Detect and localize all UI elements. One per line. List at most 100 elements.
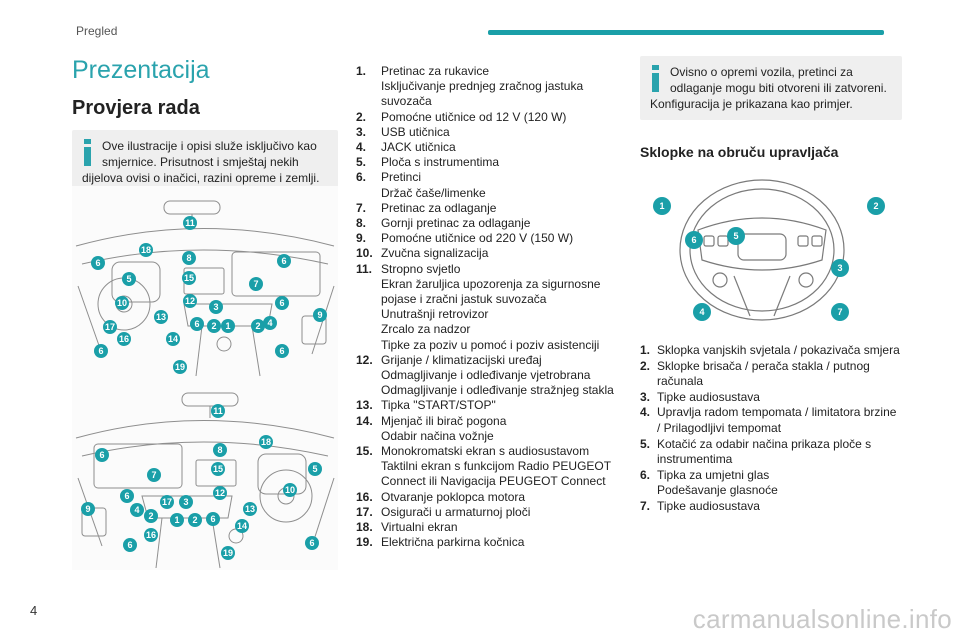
legend-item: 3.USB utičnica: [356, 125, 618, 140]
legend-number: 11.: [356, 261, 373, 276]
legend-line: Taktilni ekran s funkcijom Radio PEUGEOT: [381, 459, 612, 474]
note-line: Ovisno o opremi vozila, pretinci za: [670, 65, 853, 79]
callout-badge: 11: [183, 216, 197, 230]
legend-item: 4. JACK utičnica: [356, 140, 618, 155]
legend-item: 10.Zvučna signalizacija: [356, 246, 618, 261]
legend-line: Sklopke brisača / perača stakla / putnog: [657, 358, 870, 373]
legend-line: Stropno svjetlo: [381, 261, 461, 276]
legend-text: Gornji pretinac za odlaganje: [381, 216, 618, 231]
legend-line: Odmagljivanje i odleđivanje vjetrobrana: [381, 368, 591, 383]
callout-badge: 7: [147, 468, 161, 482]
legend-line: instrumentima: [657, 452, 733, 467]
callout-badge: 6: [305, 536, 319, 550]
svg-text:3: 3: [213, 302, 218, 312]
callout-badge: 19: [221, 546, 235, 560]
svg-text:1: 1: [225, 321, 230, 331]
legend-item: 1.Sklopka vanjskih svjetala / pokazivača…: [640, 343, 902, 359]
callout-badge: 10: [115, 296, 129, 310]
legend-line: Sklopka vanjskih svjetala / pokazivača s…: [657, 343, 900, 357]
legend-line: Virtualni ekran: [381, 520, 458, 535]
legend-line: Zvučna signalizacija: [381, 246, 489, 261]
legend-line: Podešavanje glasnoće: [657, 483, 778, 498]
info-note-equipment: Ovisno o opremi vozila, pretinci za odla…: [640, 56, 902, 120]
legend-number: 12.: [356, 352, 373, 367]
legend-item: 3. Tipke audiosustava: [640, 390, 902, 406]
callout-badge: 18: [259, 435, 273, 449]
callout-badge: 1: [170, 513, 184, 527]
legend-number: 17.: [356, 504, 373, 519]
legend-line: Mjenjač ili birač pogona: [381, 413, 507, 428]
svg-text:4: 4: [267, 318, 272, 328]
svg-text:6: 6: [95, 258, 100, 268]
svg-text:4: 4: [699, 307, 704, 317]
callout-badge: 6: [91, 256, 105, 270]
svg-text:7: 7: [151, 470, 156, 480]
legend-item: 16.Otvaranje poklopca motora: [356, 490, 618, 505]
legend-line: Connect ili Navigacija PEUGEOT Connect: [381, 474, 606, 489]
legend-text: Pomoćne utičnice od 12 V (120 W): [381, 110, 618, 125]
legend-line: Ploča s instrumentima: [381, 155, 500, 170]
svg-text:6: 6: [99, 450, 104, 460]
callout-badge: 6: [275, 344, 289, 358]
legend-line: suvozača: [381, 94, 432, 109]
legend-line: Pretinac za odlaganje: [381, 200, 497, 215]
svg-text:17: 17: [105, 322, 115, 332]
svg-text:5: 5: [733, 231, 738, 241]
legend-number: 4.: [356, 140, 367, 155]
svg-text:6: 6: [281, 256, 286, 266]
legend-line: računala: [657, 374, 704, 389]
legend-number: 19.: [356, 535, 373, 550]
svg-text:2: 2: [211, 321, 216, 331]
svg-text:5: 5: [312, 464, 317, 474]
svg-text:6: 6: [210, 514, 215, 524]
wheel-section-heading: Sklopke na obruču upravljača: [640, 144, 839, 160]
svg-text:9: 9: [317, 310, 322, 320]
legend-number: 5.: [640, 436, 651, 451]
callout-badge: 1: [653, 197, 671, 215]
legend-number: 15.: [356, 444, 373, 459]
svg-text:12: 12: [185, 296, 195, 306]
column-right: Ovisno o opremi vozila, pretinci za odla…: [640, 56, 902, 515]
svg-text:15: 15: [213, 464, 223, 474]
legend-line: Monokromatski ekran s audiosustavom: [381, 444, 590, 459]
svg-text:2: 2: [873, 201, 878, 211]
callout-badge: 4: [130, 503, 144, 517]
svg-text:6: 6: [691, 235, 696, 245]
callout-badge: 9: [313, 308, 327, 322]
legend-number: 8.: [356, 216, 367, 231]
svg-text:11: 11: [185, 218, 195, 228]
svg-text:6: 6: [124, 491, 129, 501]
legend-line: / Prilagodljivi tempomat: [657, 420, 782, 435]
header-section-label: Pregled: [76, 24, 118, 38]
callout-badge: 2: [144, 509, 158, 523]
legend-number: 4.: [640, 405, 651, 420]
svg-text:14: 14: [168, 334, 178, 344]
legend-number: 2.: [640, 358, 651, 373]
legend-number: 6.: [640, 467, 651, 482]
legend-text: JACK utičnica: [381, 140, 618, 155]
callout-badge: 12: [213, 486, 227, 500]
svg-text:19: 19: [175, 362, 185, 372]
legend-text: Pretinac za odlaganje: [381, 201, 618, 216]
callout-badge: 5: [308, 462, 322, 476]
callout-badge: 6: [94, 344, 108, 358]
callout-badge: 8: [182, 251, 196, 265]
callout-badge: 6: [277, 254, 291, 268]
legend-text: Ploča s instrumentima: [381, 155, 618, 170]
legend-number: 3.: [640, 389, 651, 404]
callout-badge: 16: [117, 332, 131, 346]
legend-line: Električna parkirna kočnica: [381, 535, 525, 550]
svg-text:18: 18: [261, 437, 271, 447]
legend-line: Tipke audiosustava: [657, 389, 760, 404]
legend-item: 19. Električna parkirna kočnica: [356, 535, 618, 550]
legend-line: Otvaranje poklopca motora: [381, 489, 526, 504]
callout-badge: 2: [867, 197, 885, 215]
callout-badge: 6: [206, 512, 220, 526]
